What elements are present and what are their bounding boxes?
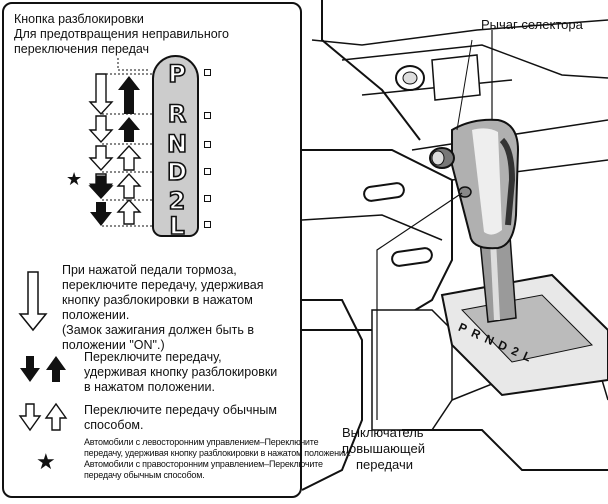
item3-line-2: способом. (84, 418, 144, 432)
item1-line-1: При нажатой педали тормоза, (62, 263, 237, 277)
gear-R-position-marker (204, 112, 211, 119)
solid-up-down-arrows-icon (20, 356, 66, 382)
item2-line-2: удерживая кнопку разблокировки (84, 365, 278, 379)
overdrive-switch-label-line-3: передачи (356, 457, 414, 472)
legend-title-line-3: переключения передач (14, 42, 150, 56)
gear-R-label: R (167, 99, 187, 129)
gear-L-position-marker (204, 221, 211, 228)
title-leader-line (117, 58, 150, 71)
item1-line-3: кнопку разблокировки в нажатом (62, 293, 253, 307)
gear-D-label: D (166, 157, 188, 187)
gear-N-label: N (166, 129, 188, 159)
gear-2-label: 2 (168, 186, 186, 216)
item2-line-3: в нажатом положении. (84, 380, 215, 394)
item1-line-6: положении "ON".) (62, 338, 165, 352)
selector-lever-label: Рычаг селектора (481, 17, 583, 32)
shift-arrows-diagram (88, 73, 152, 227)
star-legend-icon: ★ (36, 449, 56, 474)
note-line-1: Автомобили с левосторонним управлением–П… (84, 437, 319, 447)
legend-title-line-2: Для предотвращения неправильного (14, 27, 229, 41)
legend-title-line-1: Кнопка разблокировки (14, 12, 144, 26)
item1-line-2: переключите передачу, удерживая (62, 278, 264, 292)
note-line-2: передачу, удерживая кнопку разблокировки… (84, 448, 351, 458)
item2-line-1: Переключите передачу, (84, 350, 222, 364)
overdrive-switch-label-line-2: повышающей (342, 441, 425, 456)
note-line-4: передачу обычным способом. (84, 470, 205, 480)
hollow-down-arrow-icon (18, 271, 48, 332)
console-illustration (302, 0, 608, 491)
shift-gate-diagram (152, 55, 199, 237)
note-line-3: Автомобили с правосторонним управлением–… (84, 459, 323, 469)
gear-P-label: P (167, 59, 186, 89)
item1-line-5: (Замок зажигания должен быть в (62, 323, 254, 337)
gear-D-position-marker (204, 168, 211, 175)
star-marker: ★ (66, 169, 83, 189)
overdrive-switch-label-line-1: Выключатель (342, 425, 424, 440)
gear-L-label: L (169, 211, 186, 241)
item1-line-4: положении. (62, 308, 130, 322)
gear-N-position-marker (204, 141, 211, 148)
gear-2-position-marker (204, 195, 211, 202)
gear-P-position-marker (204, 69, 211, 76)
item3-line-1: Переключите передачу обычным (84, 403, 277, 417)
hollow-up-down-arrows-icon (18, 402, 68, 432)
